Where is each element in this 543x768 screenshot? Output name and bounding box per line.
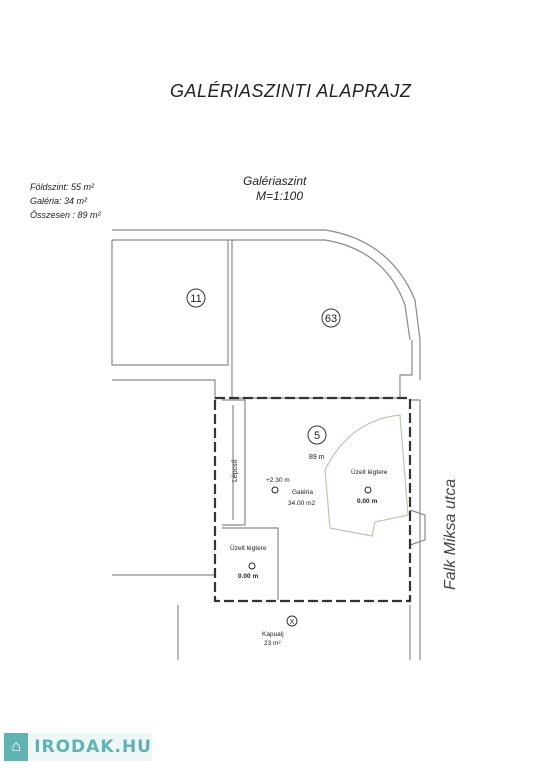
area-gallery: Galéria: 34 m²: [30, 196, 88, 206]
air-left-label: Üzelt légtere: [230, 544, 267, 552]
unit-63-circle: [321, 308, 341, 328]
parcel-11-outline: [111, 240, 229, 366]
gallery-area: 34.00 m2: [288, 500, 315, 507]
air-space-curve: [324, 414, 409, 537]
right-wall: [410, 399, 421, 660]
stair-outline: [222, 399, 246, 526]
unit-x-label: X: [290, 619, 295, 626]
unit-11-label: 11: [190, 293, 201, 305]
unit-x-circle: [286, 615, 298, 627]
bay-window: [409, 509, 426, 546]
gallery-name: Galéria: [292, 489, 313, 496]
level-230: +2.30 m: [266, 477, 290, 484]
unit-5-label: 5: [314, 430, 320, 442]
subtitle-scale: M=1:100: [256, 189, 304, 203]
plan-subtitle: Galériaszint M=1:100: [243, 174, 306, 204]
area-summary: Földszint: 55 m² Galéria: 34 m² Összesen…: [30, 180, 101, 222]
unit-5-circle: [307, 425, 327, 445]
street-label: Falk Miksa utca: [442, 479, 459, 590]
logo-text: IRODAK.HU: [34, 737, 152, 757]
level-000-left: 0.00 m: [238, 573, 258, 580]
site-logo[interactable]: ⌂ IRODAK.HU: [4, 733, 152, 761]
level-marker-left: [248, 562, 256, 570]
area-ground: Földszint: 55 m²: [30, 182, 95, 192]
bottom-parcel-outline: [177, 605, 411, 660]
house-icon: ⌂: [4, 733, 29, 761]
subtitle-level: Galériaszint: [243, 174, 307, 188]
plan-title: GALÉRIASZINTI ALAPRAJZ: [170, 81, 412, 101]
outer-wall-top: [112, 229, 421, 380]
level-marker-right: [364, 486, 372, 494]
kapualj-label: Kapualj: [262, 631, 284, 638]
level-marker-gallery: [271, 486, 279, 494]
height-89: 89 m: [309, 454, 325, 461]
level-000-right: 0.00 m: [357, 498, 377, 505]
stair-label: Lépcső: [232, 459, 239, 482]
kapualj-area: 23 m²: [264, 640, 281, 647]
air-room-left-outline: [222, 527, 279, 600]
unit-11-circle: [186, 288, 206, 308]
air-right-label: Üzelt légtere: [351, 468, 388, 476]
area-total: Összesen : 89 m²: [30, 210, 101, 220]
parcel-63-outline: [231, 240, 413, 399]
gallery-boundary: [213, 396, 412, 603]
outer-wall-top-inner: [112, 239, 411, 341]
left-wall: [112, 379, 216, 400]
unit-63-label: 63: [325, 313, 337, 325]
